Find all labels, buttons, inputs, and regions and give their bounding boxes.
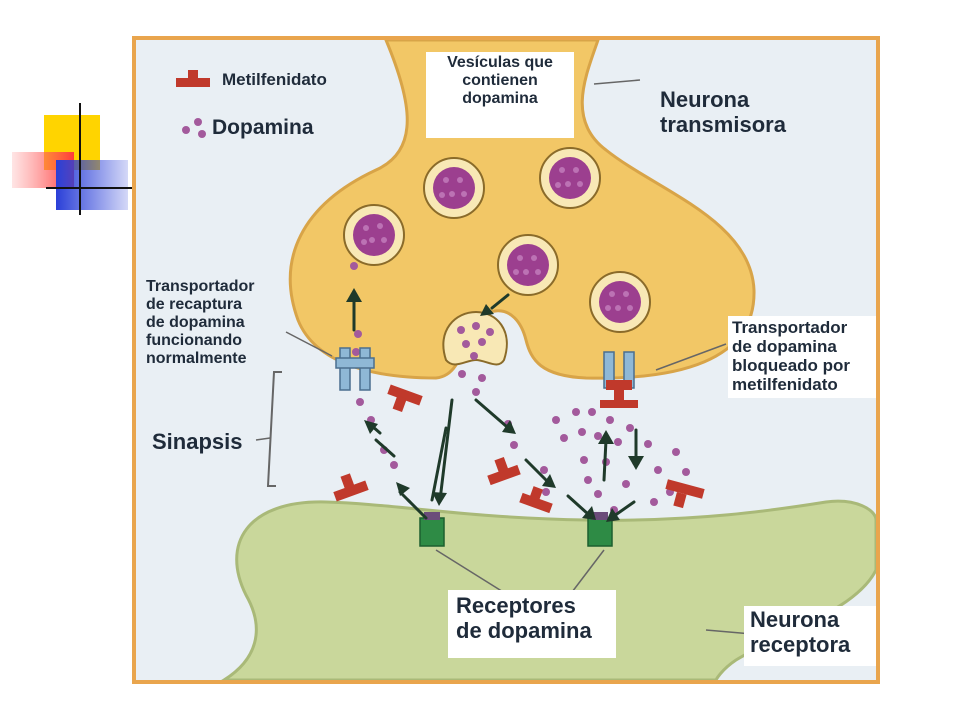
reuptake-label-line1: Transportador [146,278,255,295]
deco-blue-square [56,160,128,210]
receptors-label-line2: de dopamina [456,617,592,643]
receiver-neuron-label: Neurona receptora [744,606,876,666]
vesicles-label-line3: dopamina [462,89,538,107]
transmitter-label-line1: Neurona [660,87,750,112]
blocked-label-line1: Transportador [732,318,848,337]
vesicle-dopamine-texture [361,167,633,311]
receiver-label-line2: receptora [750,631,851,657]
transmitter-label-line2: transmisora [660,111,786,137]
receptors-label-line1: Receptores [456,593,576,618]
methylphenidate-molecules [333,384,705,514]
receiver-label-line1: Neurona [750,607,840,632]
synapse-diagram [176,40,876,680]
vesicle [507,244,549,286]
reuptake-transporter-label: Transportador de recaptura de dopamina f… [146,278,254,368]
legend-methylphenidate-icon [176,70,210,87]
dopamine-receptors [419,512,613,547]
flow-arrows [346,288,644,522]
releasing-vesicle [442,310,508,366]
reuptake-label-line5: normalmente [146,349,247,367]
vesicle [433,167,475,209]
reuptake-label-line3: de dopamina [146,313,245,331]
blocked-label-line4: metilfenidato [732,375,838,395]
synapse-label: Sinapsis [152,429,243,454]
reuptake-label-line2: de recaptura [146,295,243,313]
blocked-label-line3: bloqueado por [732,356,851,376]
reuptake-transporter-blocked [600,351,638,408]
reuptake-transporter-normal [335,347,375,391]
vesicles-label-line1: Vesículas que [447,54,553,71]
vesicle [549,157,591,199]
legend-methylphenidate-label: Metilfenidato [222,70,327,89]
vesicles-label: Vesículas que contienen dopamina [426,52,574,138]
synapse-bracket [266,371,282,487]
reuptake-label-line4: funcionando [146,331,242,349]
vesicle [353,214,395,256]
blocked-label-line2: de dopamina [732,337,837,357]
slide-decoration [12,103,132,215]
transmitter-neuron-label: Neurona transmisora [660,87,786,137]
legend-dopamine-icon [182,118,206,138]
vesicles [343,147,651,366]
legend-dopamine-label: Dopamina [212,116,314,139]
vesicle [599,281,641,323]
receptors-label: Receptores de dopamina [448,590,616,658]
vesicles-label-line2: contienen [462,71,538,89]
synapse-figure: Metilfenidato Dopamina Vesículas que con… [132,36,880,684]
blocked-transporter-label: Transportador de dopamina bloqueado por … [728,316,876,399]
